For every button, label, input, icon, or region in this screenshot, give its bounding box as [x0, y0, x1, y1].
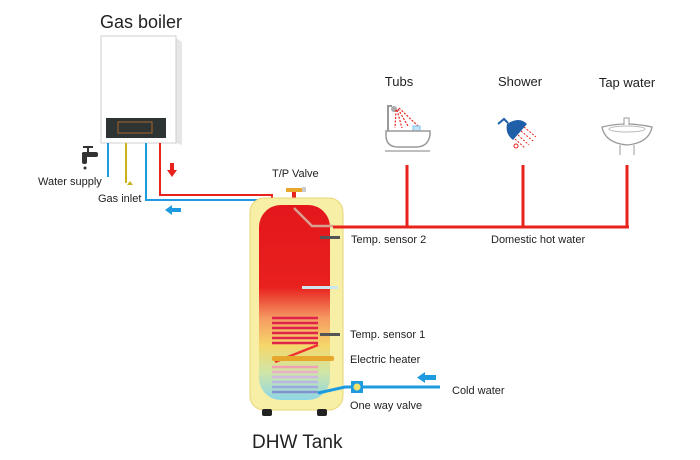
cold-water-label: Cold water: [452, 385, 505, 397]
one-way-valve-label: One way valve: [350, 400, 422, 412]
water-supply-label: Water supply: [38, 176, 102, 188]
cold-inlet-pipe: [317, 385, 440, 395]
temp-sensor-2-icon: [320, 236, 340, 239]
outlet-label-tap-water: Tap water: [599, 75, 656, 90]
temp-sensor-1-icon: [320, 333, 340, 336]
outlet-label-shower: Shower: [498, 74, 543, 89]
gas-boiler: [100, 35, 182, 145]
dhw-tank: [249, 197, 344, 416]
bathtub-icon: [385, 105, 431, 152]
lower-coil: [272, 365, 318, 394]
tp-valve-icon: [286, 187, 306, 202]
shower-icon: [497, 117, 537, 149]
domestic-hot-water-label: Domestic hot water: [491, 234, 585, 246]
hot-draw-off-pipe: [293, 207, 333, 228]
sensor-pocket: [302, 286, 338, 289]
domestic-hot-water-pipe: [333, 165, 629, 229]
tp-valve-label: T/P Valve: [272, 168, 319, 180]
return-arrow-icon: [165, 205, 181, 215]
faucet-icon: [82, 146, 98, 170]
return-pipe: [145, 143, 267, 398]
cold-water-arrow-icon: [417, 372, 436, 383]
outlet-label-tubs: Tubs: [385, 74, 414, 89]
one-way-valve-icon: [351, 381, 363, 393]
hot-flow-arrow-icon: [167, 163, 177, 177]
tank-title: DHW Tank: [252, 432, 343, 453]
gas-inlet-label: Gas inlet: [98, 193, 141, 205]
electric-heater-rod: [272, 356, 334, 361]
temp-sensor-1-label: Temp. sensor 1: [350, 329, 425, 341]
temp-sensor-2-label: Temp. sensor 2: [351, 234, 426, 246]
sink-icon: [601, 117, 653, 155]
electric-heater-label: Electric heater: [350, 354, 421, 366]
gas-arrow-icon: [127, 181, 133, 185]
boiler-title: Gas boiler: [100, 12, 182, 32]
